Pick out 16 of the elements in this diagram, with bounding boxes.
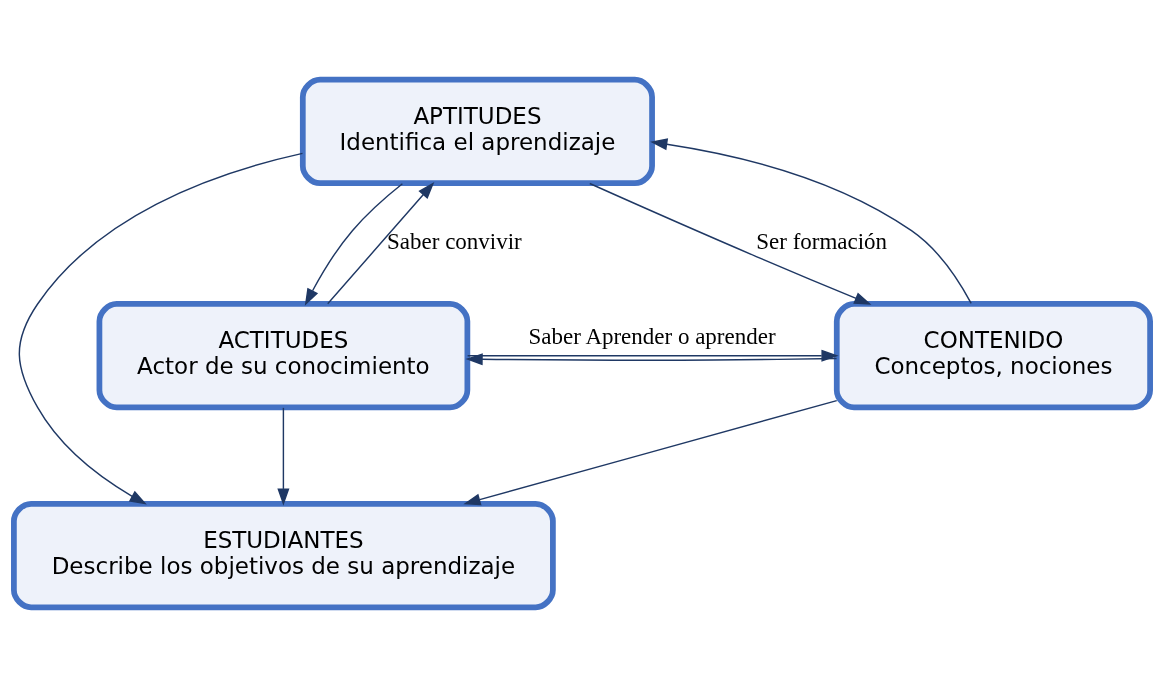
arrow [465, 353, 838, 366]
arrow [463, 399, 838, 506]
arrow [650, 138, 972, 305]
arrow [277, 407, 290, 506]
arrow [18, 152, 304, 505]
node-box: ESTUDIANTES Describe los objetivos de su aprendizaje [11, 500, 556, 611]
node-box: ACTITUDES Actor de su conocimiento [96, 301, 471, 411]
node-box: APTITUDES Identifica el aprendizaje [299, 76, 655, 187]
edge-label: Saber Aprender o aprender [528, 323, 776, 349]
arrow [304, 183, 404, 306]
edge-label: Ser formación [756, 229, 888, 255]
arrow [589, 182, 872, 305]
arrow [327, 182, 435, 305]
edge-label: Saber convivir [387, 229, 522, 255]
arrow [466, 349, 839, 362]
node-box: CONTENIDO Conceptos, nociones [833, 301, 1153, 411]
